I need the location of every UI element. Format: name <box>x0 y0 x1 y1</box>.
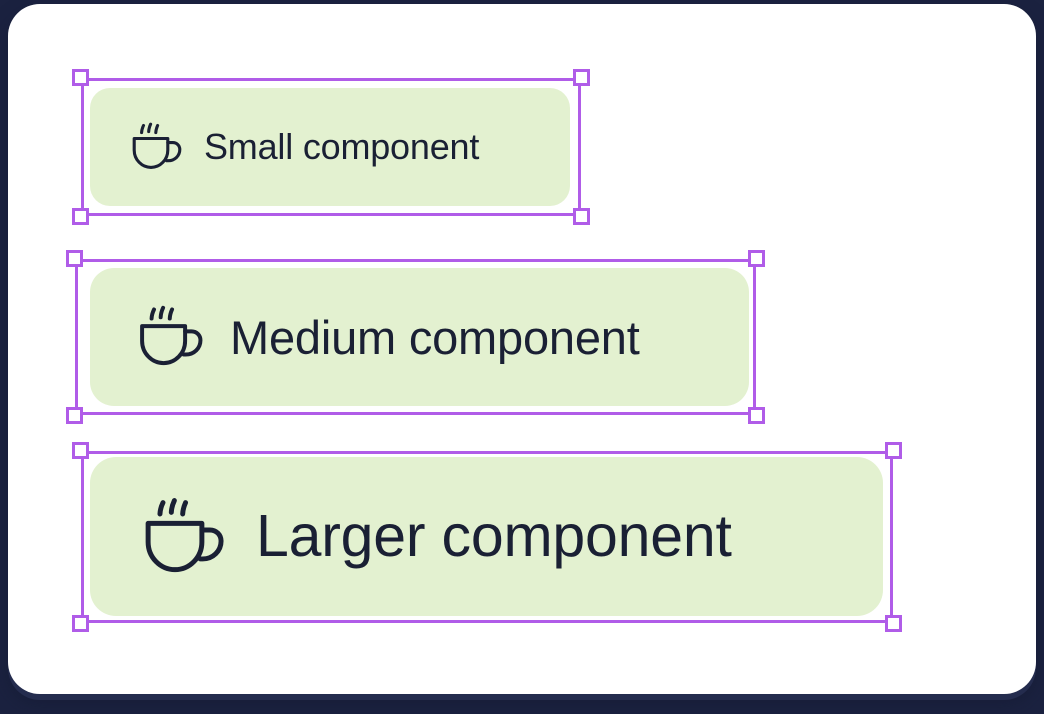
resize-handle-top-left[interactable] <box>72 442 89 459</box>
resize-handle-top-right[interactable] <box>885 442 902 459</box>
design-canvas-card: Small component Medium <box>8 4 1036 694</box>
component-small-label: Small component <box>204 126 480 167</box>
resize-handle-top-right[interactable] <box>573 69 590 86</box>
artboard: Small component Medium <box>8 4 1036 694</box>
resize-handle-bottom-left[interactable] <box>72 615 89 632</box>
coffee-cup-icon <box>128 122 184 172</box>
resize-handle-bottom-right[interactable] <box>885 615 902 632</box>
coffee-cup-icon <box>134 305 206 369</box>
resize-handle-bottom-left[interactable] <box>72 208 89 225</box>
selection-small[interactable]: Small component <box>72 69 590 225</box>
resize-handle-top-left[interactable] <box>72 69 89 86</box>
resize-handle-bottom-right[interactable] <box>573 208 590 225</box>
resize-handle-top-right[interactable] <box>748 250 765 267</box>
resize-handle-top-left[interactable] <box>66 250 83 267</box>
selection-large[interactable]: Larger component <box>72 442 902 632</box>
resize-handle-bottom-right[interactable] <box>748 407 765 424</box>
component-medium-label: Medium component <box>230 310 640 364</box>
component-small[interactable]: Small component <box>90 88 570 206</box>
resize-handle-bottom-left[interactable] <box>66 407 83 424</box>
selection-medium[interactable]: Medium component <box>66 250 765 424</box>
component-medium[interactable]: Medium component <box>90 268 749 406</box>
coffee-cup-icon <box>138 497 228 577</box>
component-large-label: Larger component <box>256 503 732 569</box>
component-large[interactable]: Larger component <box>90 457 883 616</box>
